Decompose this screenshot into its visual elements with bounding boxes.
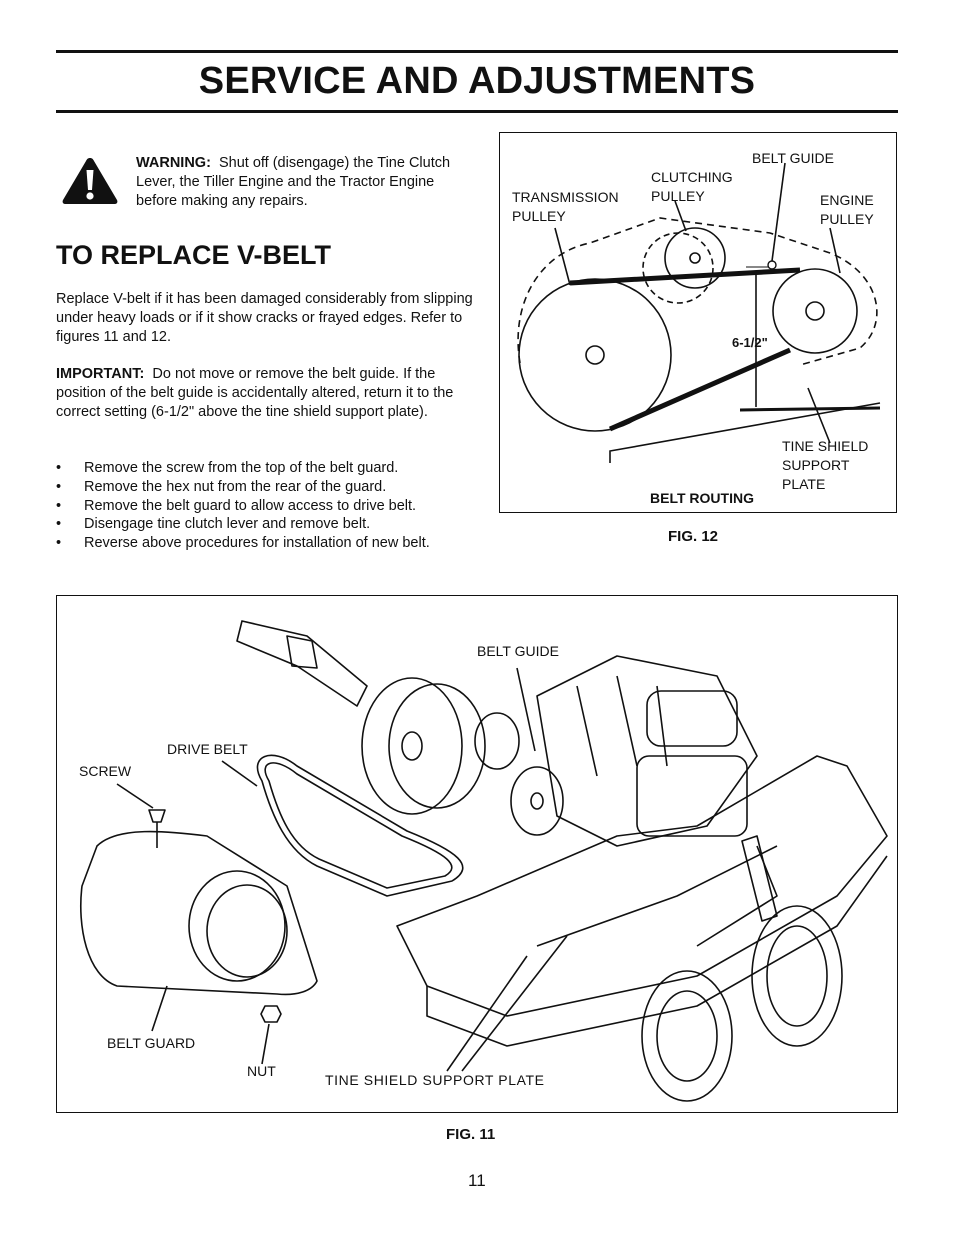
procedure-steps: • Remove the screw from the top of the be… (56, 459, 476, 553)
rear-wheel (751, 905, 843, 1047)
fuel-tank (636, 755, 748, 837)
list-item: • Remove the hex nut from the rear of the… (56, 478, 476, 497)
page-number: 11 (468, 1171, 486, 1190)
title-rule (56, 110, 898, 113)
engine-block (536, 655, 758, 847)
label-clutching-1: CLUTCHING (651, 169, 733, 185)
clutching-pulley-hub (689, 252, 701, 264)
label-screw: SCREW (79, 763, 132, 779)
bullet: • (56, 535, 62, 552)
label-tine-1: TINE SHIELD (782, 438, 868, 454)
list-item: • Remove the screw from the top of the be… (56, 459, 476, 478)
guard-outline (517, 217, 878, 366)
label-tine-3: PLATE (782, 476, 825, 492)
label-tine-2: SUPPORT (782, 457, 850, 473)
belt-upper (569, 267, 801, 286)
tine-shield (396, 755, 888, 1017)
engine-pulley (510, 766, 564, 836)
label-drive-belt: DRIVE BELT (167, 741, 248, 757)
air-cleaner (646, 690, 738, 747)
warning-label: WARNING: (136, 155, 211, 171)
clutching-pulley (664, 227, 726, 289)
section-title: TO REPLACE V-BELT (56, 240, 332, 270)
transmission-pulley-hub (585, 345, 605, 365)
support-plate (609, 402, 881, 463)
list-item: • Remove the belt guard to allow access t… (56, 497, 476, 516)
label-belt-guide: BELT GUIDE (752, 150, 834, 166)
bullet: • (56, 460, 62, 476)
bullet: • (56, 478, 62, 495)
warning-triangle-icon (62, 158, 118, 204)
clutching-pulley-dashed (642, 232, 714, 304)
belt-routing-figure: BELT GUIDE CLUTCHING PULLEY TRANSMISSION… (499, 132, 897, 513)
intro-paragraph: Replace V-belt if it has been damaged co… (56, 291, 473, 345)
hitch-arm (236, 620, 368, 707)
engine-pulley (772, 268, 858, 354)
drive-belt (256, 754, 464, 897)
tiller-drawing: BELT GUIDE DRIVE BELT SCREW BELT GUARD N… (79, 620, 888, 1102)
top-rule (56, 50, 898, 53)
label-transmission-1: TRANSMISSION (512, 189, 619, 205)
label-dimension: 6-1/2" (732, 335, 768, 350)
label-belt-guard: BELT GUARD (107, 1035, 195, 1051)
fig11-caption: FIG. 11 (446, 1126, 496, 1143)
bullet: • (56, 497, 62, 514)
step-text: Remove the screw from the top of the bel… (84, 460, 399, 476)
fig12-caption: FIG. 12 (668, 528, 719, 545)
warning-text: Shut off (disengage) the Tine Clutch Lev… (136, 155, 451, 209)
belt-lower (608, 347, 792, 432)
belt-routing-diagram: BELT GUIDE CLUTCHING PULLEY TRANSMISSION… (512, 150, 881, 506)
step-text: Remove the hex nut from the rear of the … (84, 478, 387, 495)
step-text: Disengage tine clutch lever and remove b… (84, 516, 371, 533)
list-item: • Disengage tine clutch lever and remove … (56, 515, 476, 534)
nut (260, 1005, 282, 1023)
important-paragraph: IMPORTANT: Do not move or remove the bel… (56, 365, 476, 422)
list-item: • Reverse above procedures for installati… (56, 534, 476, 553)
label-tine-shield: TINE SHIELD SUPPORT PLATE (325, 1072, 545, 1088)
label-belt-routing: BELT ROUTING (650, 490, 754, 506)
important-text: Do not move or remove the belt guide. If… (56, 366, 454, 420)
page-title: SERVICE AND ADJUSTMENTS (198, 60, 756, 102)
important-label: IMPORTANT: (56, 366, 145, 382)
belt-guard (79, 830, 318, 996)
step-text: Remove the belt guard to allow access to… (84, 497, 417, 514)
tiller-exploded-figure: BELT GUIDE DRIVE BELT SCREW BELT GUARD N… (56, 595, 898, 1113)
label-clutching-2: PULLEY (651, 188, 705, 204)
belt-guide-marker (767, 260, 777, 270)
large-pulley (361, 677, 463, 815)
bullet: • (56, 516, 62, 533)
front-wheel (641, 970, 733, 1102)
screw (148, 809, 166, 823)
label-transmission-2: PULLEY (512, 208, 566, 224)
warning-notice: WARNING: Shut off (disengage) the Tine C… (136, 154, 466, 211)
label-engine-1: ENGINE (820, 192, 874, 208)
label-belt-guide: BELT GUIDE (477, 643, 559, 659)
clutch-pulley (474, 712, 520, 770)
label-engine-2: PULLEY (820, 211, 874, 227)
step-text: Reverse above procedures for installatio… (84, 535, 430, 552)
transmission-pulley (518, 278, 672, 432)
label-nut: NUT (247, 1063, 276, 1079)
engine-pulley-hub (805, 301, 825, 321)
